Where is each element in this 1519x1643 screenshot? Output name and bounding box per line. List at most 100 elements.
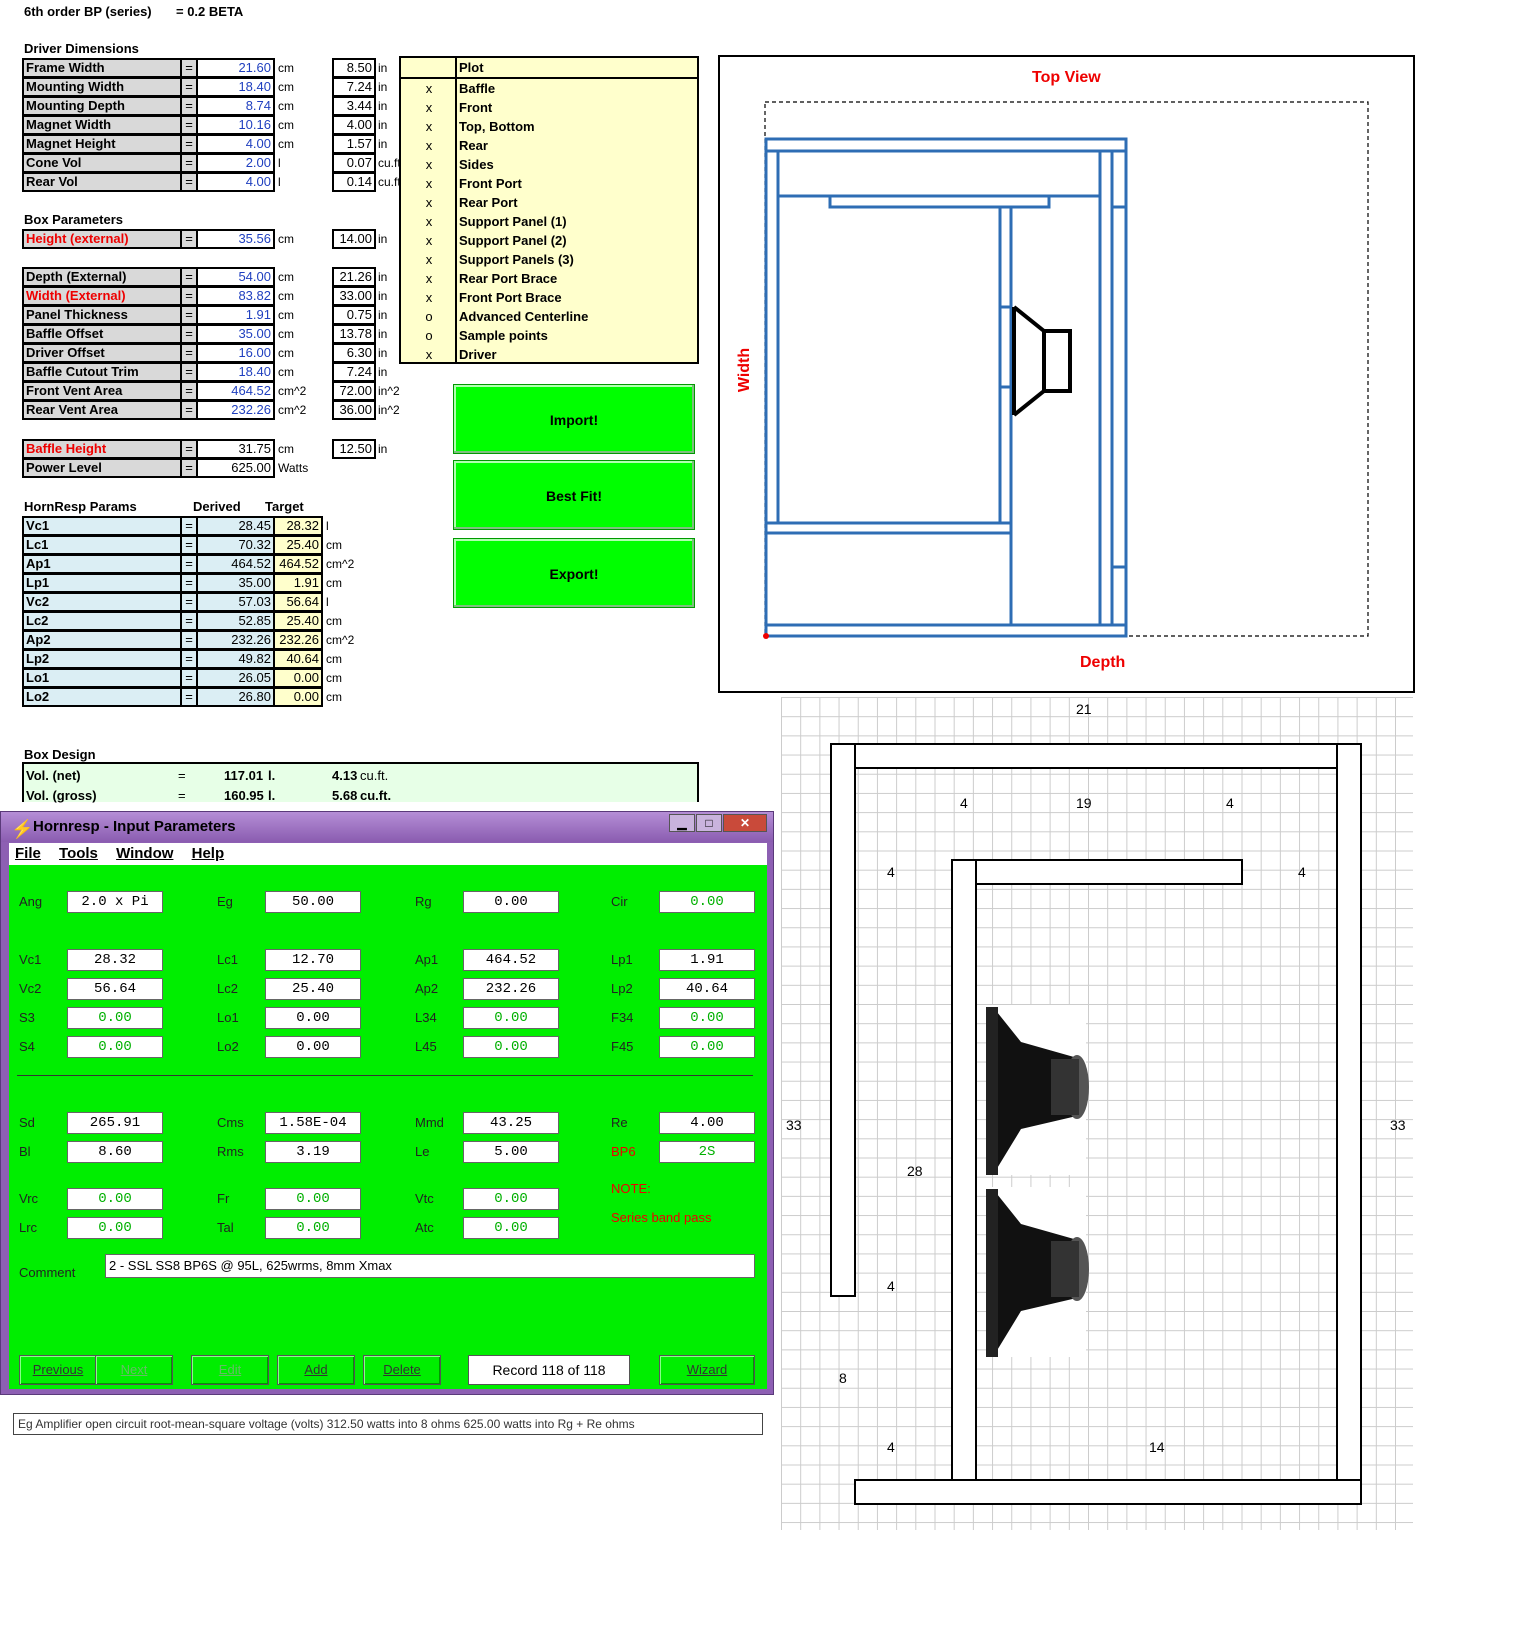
plot-toggle-mark[interactable]: x (425, 214, 433, 229)
param-field[interactable]: 12.70 (265, 949, 361, 971)
derived-value-cell[interactable]: 49.82 (198, 649, 275, 669)
derived-value-cell[interactable]: 70.32 (198, 535, 275, 555)
comment-field[interactable]: 2 - SSL SS8 BP6S @ 95L, 625wrms, 8mm Xma… (105, 1254, 755, 1278)
param-field[interactable]: 2S (659, 1141, 755, 1163)
in-value-cell[interactable]: 0.07 (332, 153, 376, 173)
close-icon[interactable]: ✕ (723, 814, 767, 832)
cm-value-cell[interactable]: 232.26 (198, 400, 275, 420)
target-value-cell[interactable]: 56.64 (275, 592, 323, 612)
plot-toggle-mark[interactable]: x (425, 290, 433, 305)
param-field[interactable]: 4.00 (659, 1112, 755, 1134)
in-value-cell[interactable]: 8.50 (332, 58, 376, 78)
in-value-cell[interactable]: 7.24 (332, 77, 376, 97)
param-field[interactable]: 8.60 (67, 1141, 163, 1163)
wizard-button[interactable]: Wizard (659, 1355, 755, 1385)
plot-toggle-mark[interactable]: x (425, 233, 433, 248)
param-field[interactable]: 0.00 (659, 891, 755, 913)
height-cm-cell[interactable]: 35.56 (198, 229, 275, 249)
add-button[interactable]: Add (277, 1355, 355, 1385)
param-field[interactable]: 0.00 (67, 1036, 163, 1058)
in-value-cell[interactable]: 3.44 (332, 96, 376, 116)
derived-value-cell[interactable]: 464.52 (198, 554, 275, 574)
cm-value-cell[interactable]: 21.60 (198, 58, 275, 78)
in-value-cell[interactable]: 72.00 (332, 381, 376, 401)
height-in-cell[interactable]: 14.00 (332, 229, 376, 249)
target-value-cell[interactable]: 28.32 (275, 516, 323, 536)
derived-value-cell[interactable]: 232.26 (198, 630, 275, 650)
target-value-cell[interactable]: 0.00 (275, 668, 323, 688)
param-field[interactable]: 50.00 (265, 891, 361, 913)
menu-help[interactable]: Help (191, 845, 225, 862)
derived-value-cell[interactable]: 35.00 (198, 573, 275, 593)
param-field[interactable]: 40.64 (659, 978, 755, 1000)
in-value-cell[interactable]: 7.24 (332, 362, 376, 382)
cm-value-cell[interactable]: 4.00 (198, 134, 275, 154)
delete-button[interactable]: Delete (363, 1355, 441, 1385)
in-value-cell[interactable]: 33.00 (332, 286, 376, 306)
cm-value-cell[interactable]: 4.00 (198, 172, 275, 192)
cm-value-cell[interactable]: 16.00 (198, 343, 275, 363)
param-field[interactable]: 0.00 (67, 1007, 163, 1029)
param-field[interactable]: 464.52 (463, 949, 559, 971)
derived-value-cell[interactable]: 26.05 (198, 668, 275, 688)
in-value-cell[interactable]: 21.26 (332, 267, 376, 287)
maximize-icon[interactable]: □ (696, 814, 722, 832)
in-value-cell[interactable]: 4.00 (332, 115, 376, 135)
param-field[interactable]: 0.00 (265, 1007, 361, 1029)
window-titlebar[interactable]: ⚡ Hornresp - Input Parameters ▁□✕ (1, 812, 773, 842)
param-field[interactable]: 0.00 (67, 1188, 163, 1210)
param-field[interactable]: 0.00 (659, 1007, 755, 1029)
derived-value-cell[interactable]: 52.85 (198, 611, 275, 631)
param-field[interactable]: 1.58E-04 (265, 1112, 361, 1134)
target-value-cell[interactable]: 232.26 (275, 630, 323, 650)
in-value-cell[interactable]: 13.78 (332, 324, 376, 344)
baffle-height-cm-cell[interactable]: 31.75 (198, 439, 275, 459)
plot-toggle-mark[interactable]: x (425, 138, 433, 153)
param-field[interactable]: 28.32 (67, 949, 163, 971)
param-field[interactable]: 0.00 (463, 1007, 559, 1029)
target-value-cell[interactable]: 25.40 (275, 535, 323, 555)
plot-toggle-mark[interactable]: x (425, 81, 433, 96)
param-field[interactable]: 265.91 (67, 1112, 163, 1134)
in-value-cell[interactable]: 0.14 (332, 172, 376, 192)
plot-toggle-mark[interactable]: x (425, 195, 433, 210)
plot-toggle-mark[interactable]: x (425, 347, 433, 362)
target-value-cell[interactable]: 1.91 (275, 573, 323, 593)
target-value-cell[interactable]: 0.00 (275, 687, 323, 707)
cm-value-cell[interactable]: 2.00 (198, 153, 275, 173)
param-field[interactable]: 25.40 (265, 978, 361, 1000)
plot-toggle-mark[interactable]: o (425, 309, 433, 324)
plot-toggle-mark[interactable]: x (425, 252, 433, 267)
plot-toggle-mark[interactable]: x (425, 157, 433, 172)
cm-value-cell[interactable]: 18.40 (198, 77, 275, 97)
cm-value-cell[interactable]: 10.16 (198, 115, 275, 135)
param-field[interactable]: 0.00 (463, 1188, 559, 1210)
param-field[interactable]: 2.0 x Pi (67, 891, 163, 913)
cm-value-cell[interactable]: 35.00 (198, 324, 275, 344)
derived-value-cell[interactable]: 26.80 (198, 687, 275, 707)
cm-value-cell[interactable]: 8.74 (198, 96, 275, 116)
in-value-cell[interactable]: 1.57 (332, 134, 376, 154)
cm-value-cell[interactable]: 18.40 (198, 362, 275, 382)
minimize-icon[interactable]: ▁ (669, 814, 695, 832)
in-value-cell[interactable]: 0.75 (332, 305, 376, 325)
power-level-cell[interactable]: 625.00 (198, 458, 275, 478)
param-field[interactable]: 0.00 (463, 1036, 559, 1058)
import-button[interactable]: Import! (453, 384, 695, 454)
menu-window[interactable]: Window (116, 845, 174, 862)
edit-button[interactable]: Edit (191, 1355, 269, 1385)
plot-toggle-mark[interactable]: x (425, 176, 433, 191)
param-field[interactable]: 56.64 (67, 978, 163, 1000)
derived-value-cell[interactable]: 28.45 (198, 516, 275, 536)
